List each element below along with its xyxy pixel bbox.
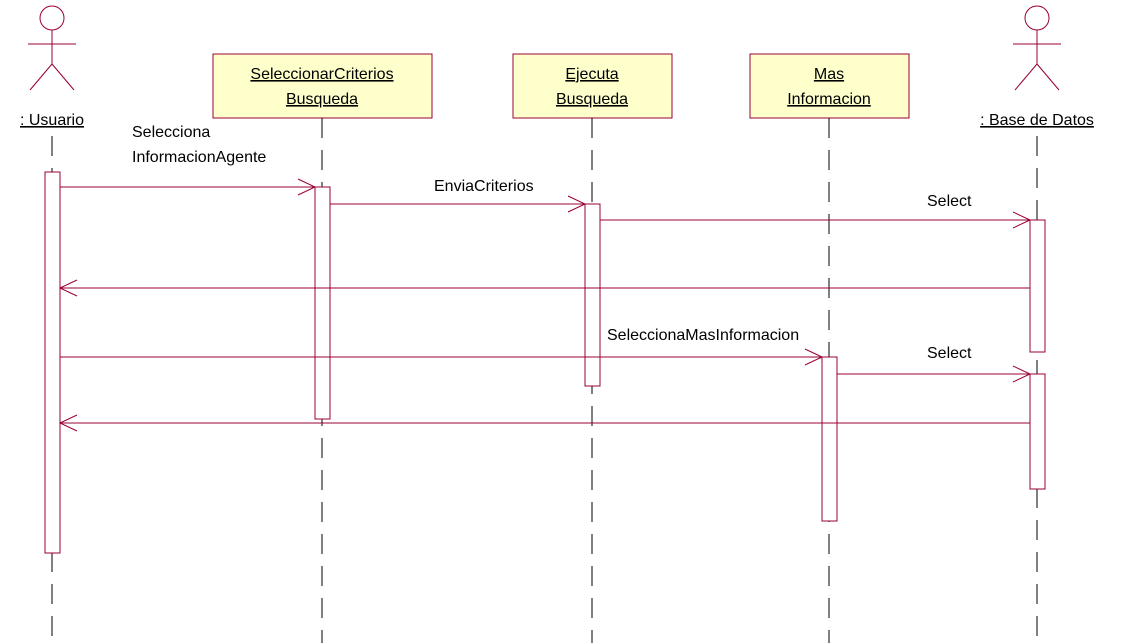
message-label-line-2: InformacionAgente: [132, 149, 266, 166]
object-seleccionar-line-1: SeleccionarCriterios: [250, 66, 393, 83]
message-return-2[interactable]: [58, 414, 1030, 432]
object-ejecuta-line-1: Ejecuta: [565, 66, 618, 83]
actor-figure-usuario-icon: [28, 5, 76, 91]
arrowhead-icon: [58, 279, 78, 297]
message-envia-criterios[interactable]: EnviaCriterios: [330, 178, 587, 213]
arrowhead-icon: [1012, 211, 1032, 229]
message-label: SeleccionaMasInformacion: [607, 327, 799, 344]
actor-base-de-datos[interactable]: : Base de Datos: [980, 5, 1094, 129]
arrowhead-icon: [297, 178, 317, 196]
message-select-2[interactable]: Select: [837, 345, 1032, 383]
activation-base-de-datos-2: [1029, 373, 1046, 490]
object-mas-line-1: Mas: [814, 66, 844, 83]
message-label-line-1: Selecciona: [132, 124, 210, 141]
arrowhead-icon: [58, 414, 78, 432]
actor-label-usuario: : Usuario: [20, 112, 84, 129]
object-ejecuta-line-2: Busqueda: [556, 91, 628, 108]
object-ejecuta-busqueda[interactable]: Ejecuta Busqueda: [512, 53, 673, 119]
message-select-1[interactable]: Select: [600, 193, 1032, 229]
object-seleccionar-line-2: Busqueda: [286, 91, 358, 108]
message-return-1[interactable]: [58, 279, 1030, 297]
actor-figure-base-de-datos-icon: [1013, 5, 1061, 91]
activation-seleccionar: [314, 186, 331, 420]
activation-mas: [821, 356, 838, 522]
object-mas-line-2: Informacion: [787, 91, 871, 108]
activation-ejecuta: [584, 203, 601, 387]
message-selecciona-informacion-agente[interactable]: Selecciona InformacionAgente: [60, 124, 317, 196]
arrowhead-icon: [567, 195, 587, 213]
arrowhead-icon: [1012, 365, 1032, 383]
actor-label-base-de-datos: : Base de Datos: [980, 112, 1094, 129]
object-seleccionar-criterios-busqueda[interactable]: SeleccionarCriterios Busqueda: [212, 53, 433, 119]
arrowhead-icon: [804, 348, 824, 366]
message-label: EnviaCriterios: [434, 178, 534, 195]
actor-usuario[interactable]: : Usuario: [20, 5, 84, 129]
message-selecciona-mas-informacion[interactable]: SeleccionaMasInformacion: [60, 327, 824, 366]
activation-base-de-datos-1: [1029, 219, 1046, 353]
activation-usuario: [44, 171, 61, 554]
message-label: Select: [927, 193, 972, 210]
message-label: Select: [927, 345, 972, 362]
object-mas-informacion[interactable]: Mas Informacion: [749, 53, 910, 119]
